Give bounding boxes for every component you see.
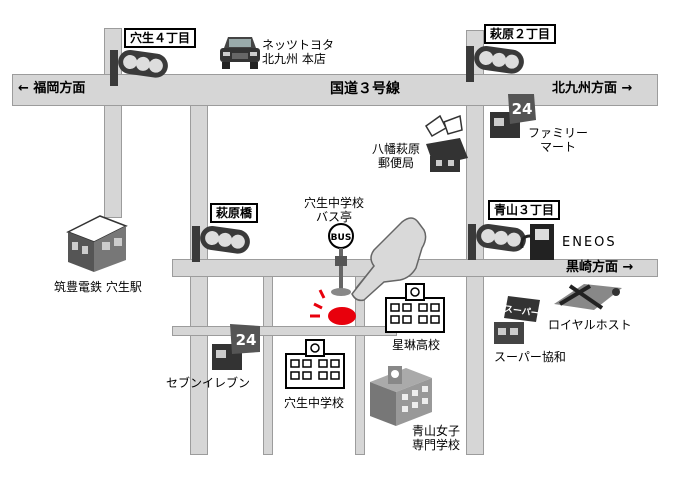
- route-west-direction: ← 福岡方面: [18, 81, 86, 96]
- familymart-label: ファミリー マート: [528, 126, 588, 154]
- school-icon: [385, 283, 445, 333]
- post-office-icon: [425, 114, 468, 172]
- station-label: 筑豊電鉄 穴生駅: [54, 280, 142, 294]
- post-line2: 郵便局: [378, 156, 415, 170]
- busstop-line1: 穴生中学校: [304, 196, 365, 210]
- traffic-signal-icon: [466, 46, 524, 82]
- pointing-hand-icon: [351, 217, 427, 302]
- intersection-hagiwara2: 萩原２丁目: [484, 24, 557, 44]
- bus-sign-text: BUS: [331, 233, 352, 243]
- car-icon: [220, 37, 260, 69]
- post-line1: 八幡萩原: [372, 142, 421, 156]
- route-3-road: [12, 74, 658, 106]
- traffic-signal-icon: [110, 50, 168, 86]
- seven-sign-24: 24: [236, 331, 257, 349]
- restaurant-icon: [554, 284, 622, 310]
- familymart-line2: マート: [540, 140, 577, 154]
- road-v-school-lane: [263, 275, 273, 455]
- intersection-hagiwarabashi: 萩原橋: [210, 203, 259, 223]
- aoyama-line1: 青山女子: [412, 424, 461, 438]
- kurosaki-direction: 黒崎方面 →: [566, 260, 634, 275]
- route-east-direction: 北九州方面 →: [552, 81, 633, 96]
- super-kyowa-label: スーパー協和: [494, 350, 566, 364]
- aoyama-college-label: 青山女子 専門学校: [412, 424, 460, 452]
- route-name: 国道３号線: [330, 81, 400, 97]
- convenience-store-icon: 24: [212, 324, 260, 370]
- convenience-store-icon: 24: [490, 94, 536, 138]
- netz-toyota-label: ネッツトヨタ 北九州 本店: [262, 38, 334, 66]
- traffic-signal-icon: [192, 226, 250, 262]
- aoyama-line2: 専門学校: [412, 438, 461, 452]
- netz-line2: 北九州 本店: [262, 52, 326, 66]
- bus-stop-icon: BUS: [328, 223, 354, 296]
- seven-eleven-label: セブンイレブン: [166, 376, 251, 390]
- post-office-label: 八幡萩原 郵便局: [372, 142, 420, 170]
- netz-line1: ネッツトヨタ: [262, 38, 335, 52]
- school-icon: [370, 366, 432, 426]
- supermarket-icon: スーパー: [494, 296, 540, 344]
- anao-jhs-label: 穴生中学校: [284, 396, 345, 410]
- eneos-label: ENEOS: [562, 235, 617, 250]
- intersection-aoyama3: 青山３丁目: [488, 200, 561, 220]
- train-station-icon: [66, 215, 128, 272]
- school-icon: [285, 339, 345, 389]
- familymart-line1: ファミリー: [528, 126, 589, 140]
- bus-stop-label: 穴生中学校 バス亭: [304, 196, 364, 224]
- familymart-sign-24: 24: [512, 100, 533, 118]
- intersection-anao4: 穴生４丁目: [124, 28, 197, 48]
- seirin-label: 星琳高校: [392, 338, 441, 352]
- gas-station-icon: [520, 224, 554, 260]
- road-v-hagiwarabashi: [190, 100, 208, 455]
- destination-marker-icon: [310, 289, 356, 325]
- royal-host-label: ロイヤルホスト: [548, 318, 632, 332]
- busstop-line2: バス亭: [316, 210, 353, 224]
- traffic-signal-icon: [468, 224, 526, 260]
